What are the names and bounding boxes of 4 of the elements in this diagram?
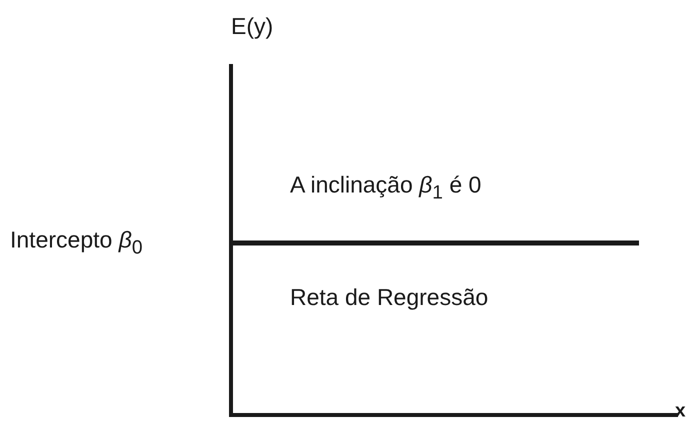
intercept-label: Intercepto β$_{0}$ xyxy=(10,226,142,260)
axis-label: E(y) xyxy=(231,13,274,41)
annotation-text: A inclinação β$_{1}$ é 0 xyxy=(290,172,482,204)
line-label: Reta de Regressão xyxy=(290,284,488,312)
